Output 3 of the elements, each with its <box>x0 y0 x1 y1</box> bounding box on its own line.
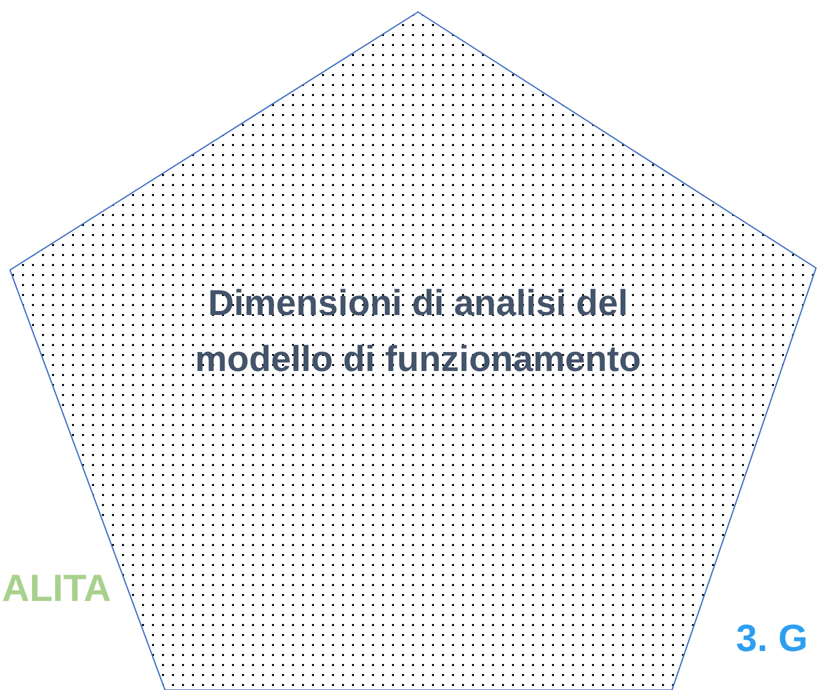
section-label: ALITA <box>2 568 112 611</box>
section-label: 3. G <box>736 618 808 661</box>
pentagon-title: Dimensioni di analisi del modello di funzionamento <box>194 281 642 381</box>
